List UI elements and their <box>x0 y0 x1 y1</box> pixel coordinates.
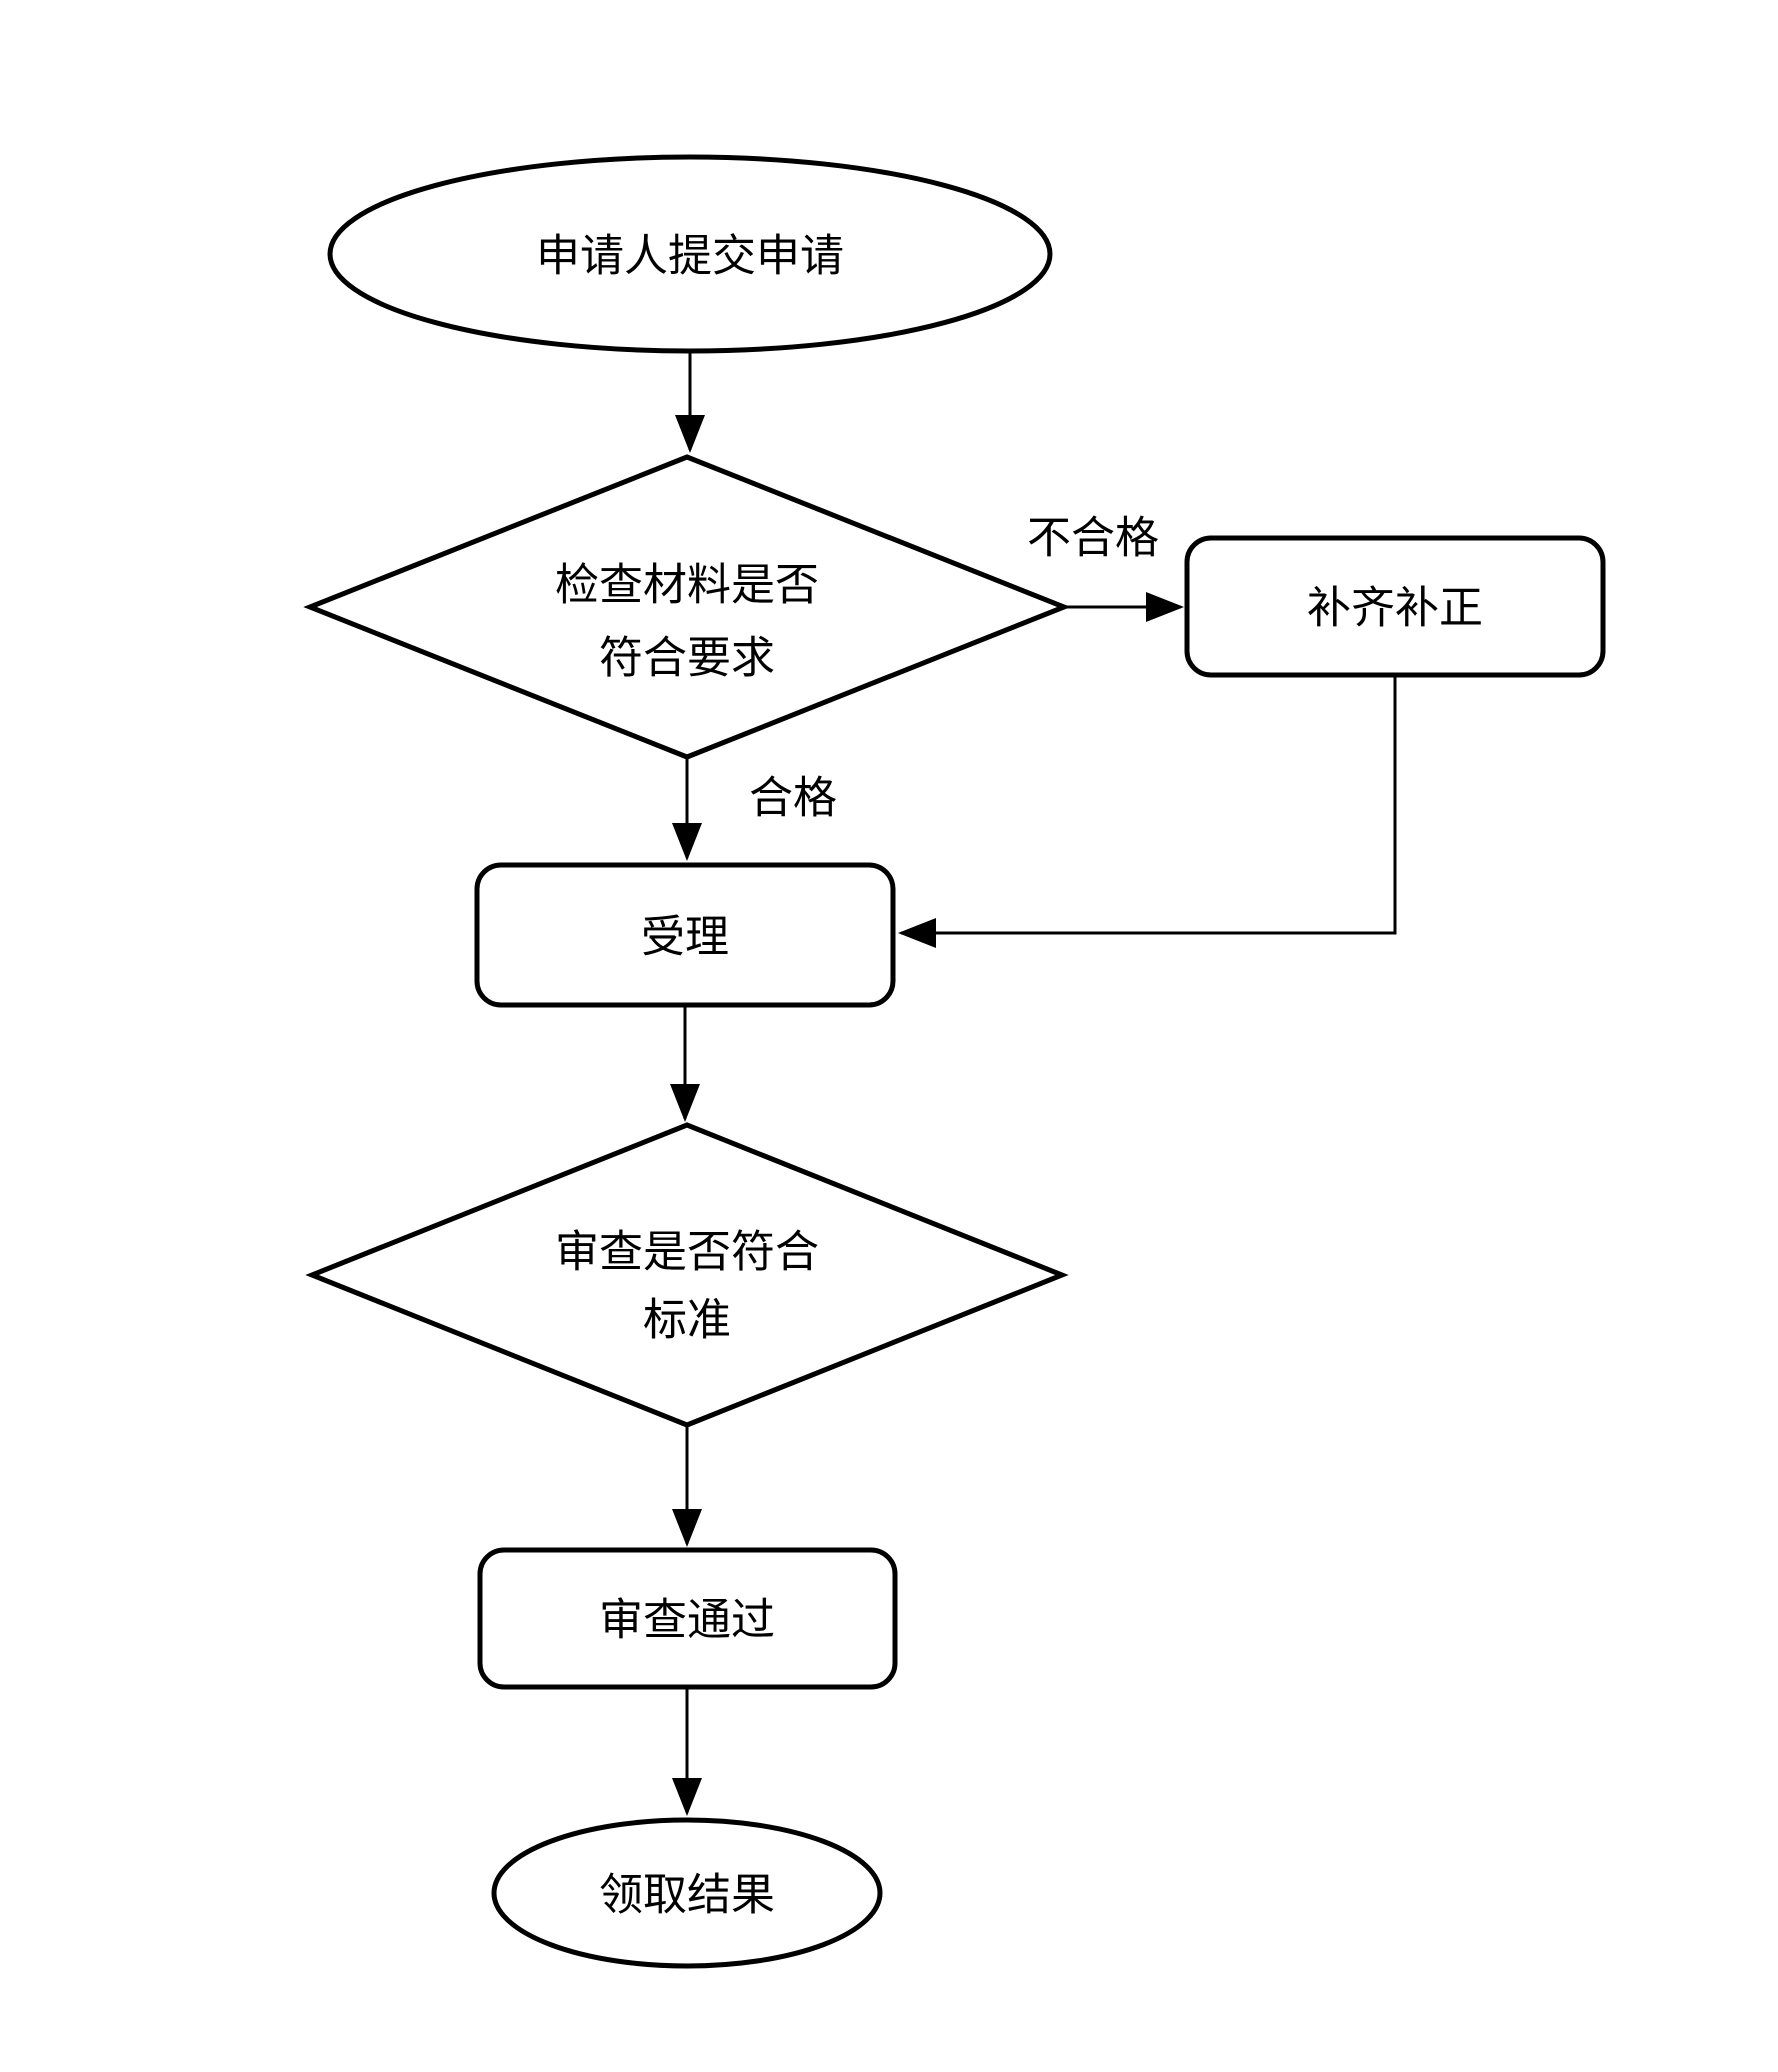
end-label: 领取结果 <box>599 1871 775 1920</box>
node-review-passed: 审查通过 <box>477 1547 898 1690</box>
edge-supplement-to-accept <box>898 675 1397 948</box>
review-passed-label: 审查通过 <box>599 1596 775 1645</box>
node-review: 审查是否符合 标准 <box>305 1122 1069 1428</box>
node-check-materials: 检查材料是否 符合要求 <box>303 454 1071 760</box>
end-ellipse-shape <box>491 1817 883 1969</box>
supplement-label: 补齐补正 <box>1307 584 1483 633</box>
check-label-line2: 符合要求 <box>599 634 775 683</box>
check-label-line1: 检查材料是否 <box>555 561 819 610</box>
review-passed-rect-shape <box>477 1547 898 1690</box>
review-diamond-shape <box>305 1122 1069 1428</box>
start-ellipse-shape <box>327 154 1053 354</box>
review-label-line1: 审查是否符合 <box>555 1228 819 1277</box>
accept-rect-shape <box>474 862 896 1008</box>
edges <box>670 352 1397 1816</box>
node-end: 领取结果 <box>491 1817 883 1969</box>
edge-label-qualified: 合格 <box>749 774 837 823</box>
node-supplement: 补齐补正 <box>1184 535 1606 678</box>
edge-label-unqualified: 不合格 <box>1027 514 1159 563</box>
accept-label: 受理 <box>641 913 729 962</box>
check-diamond-shape <box>303 454 1071 760</box>
start-label: 申请人提交申请 <box>536 232 844 281</box>
supplement-rect-shape <box>1184 535 1606 678</box>
review-label-line2: 标准 <box>643 1296 731 1345</box>
node-start: 申请人提交申请 <box>327 154 1053 354</box>
node-accept: 受理 <box>474 862 896 1008</box>
